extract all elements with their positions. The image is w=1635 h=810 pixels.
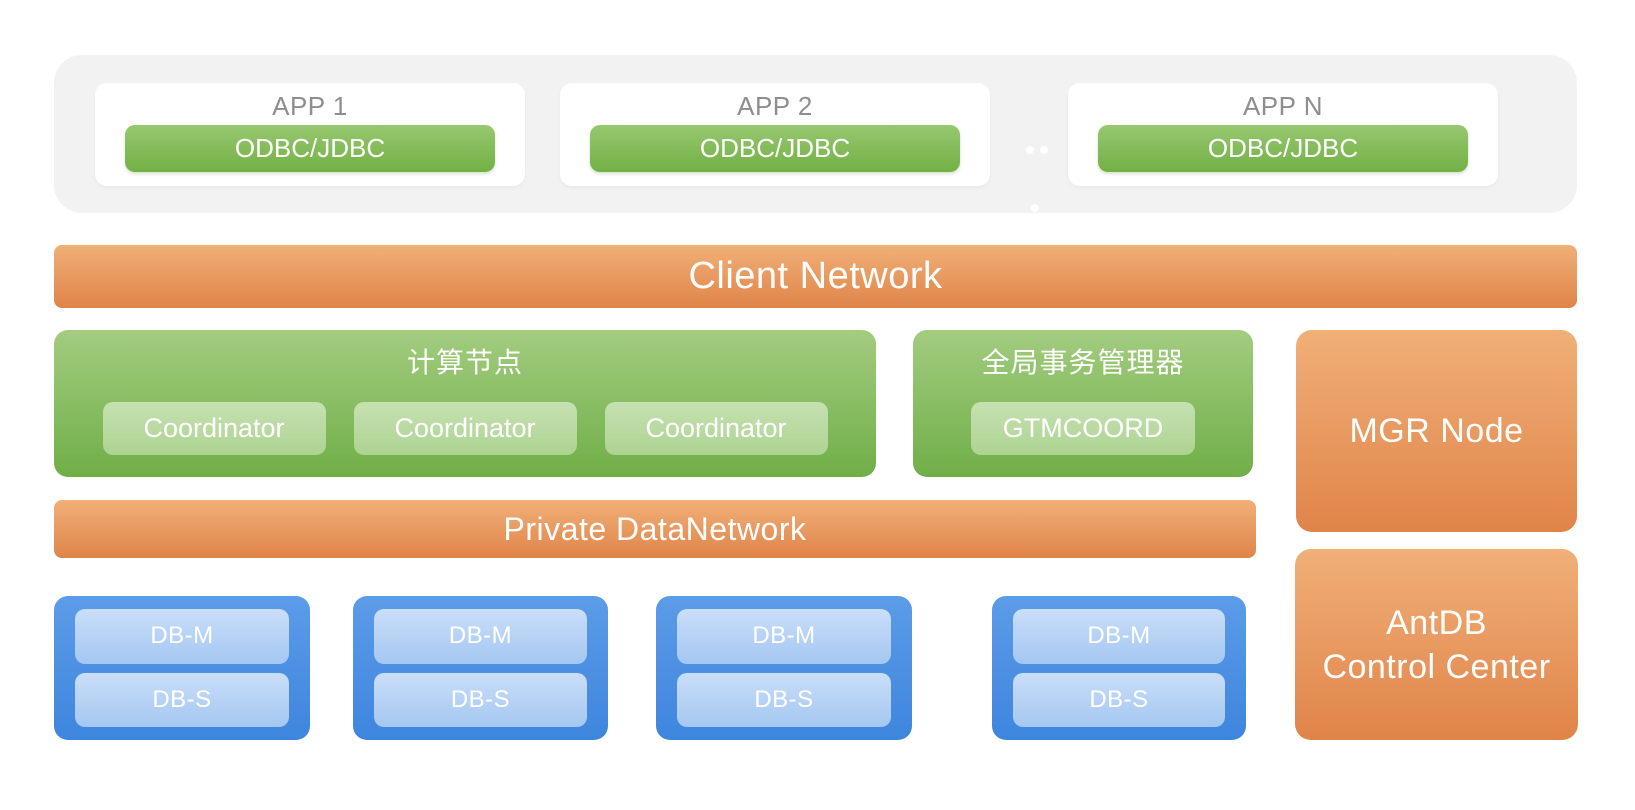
odbc-jdbc-block-2: ODBC/JDBC — [590, 125, 960, 172]
ellipsis-dot-icon — [1026, 146, 1034, 154]
db-master-chip-1: DB-M — [75, 609, 289, 664]
app-n-title: APP N — [1242, 91, 1324, 121]
app-2-title: APP 2 — [737, 91, 813, 121]
db-standby-chip-3: DB-S — [677, 672, 891, 727]
app-card-n: APP N ODBC/JDBC — [1068, 83, 1498, 186]
odbc-jdbc-block-n: ODBC/JDBC — [1098, 125, 1468, 172]
app-card-1: APP 1 ODBC/JDBC — [95, 83, 525, 186]
db-standby-chip-2: DB-S — [374, 672, 587, 727]
odbc-jdbc-block-1: ODBC/JDBC — [125, 125, 495, 172]
coordinator-row: Coordinator Coordinator Coordinator — [54, 402, 876, 455]
gtmcoord-chip: GTMCOORD — [971, 402, 1195, 455]
db-group-3: DB-M DB-S — [656, 596, 912, 740]
db-group-4: DB-M DB-S — [992, 596, 1246, 740]
compute-node-title: 计算节点 — [406, 347, 523, 378]
app-1-title: APP 1 — [272, 91, 348, 121]
coordinator-chip-2: Coordinator — [353, 402, 577, 455]
coordinator-chip-1: Coordinator — [102, 402, 326, 455]
db-standby-chip-4: DB-S — [1013, 672, 1225, 727]
db-standby-chip-1: DB-S — [75, 672, 289, 727]
db-master-chip-2: DB-M — [374, 609, 587, 664]
db-group-1: DB-M DB-S — [54, 596, 310, 740]
coordinator-chip-3: Coordinator — [604, 402, 828, 455]
ellipsis-dot-icon — [1040, 146, 1048, 154]
mgr-node-label: MGR Node — [1349, 412, 1524, 450]
antdb-control-center-line1: AntDB — [1386, 603, 1487, 642]
db-group-2: DB-M DB-S — [353, 596, 608, 740]
db-master-chip-4: DB-M — [1013, 609, 1225, 664]
antdb-control-center-box: AntDB Control Center — [1295, 549, 1578, 740]
gtmcoord-row: GTMCOORD — [913, 402, 1253, 455]
compute-node-panel: 计算节点 Coordinator Coordinator Coordinator — [54, 330, 876, 477]
private-datanetwork-bar: Private DataNetwork — [54, 500, 1256, 558]
client-network-bar: Client Network — [54, 245, 1577, 308]
app-card-2: APP 2 ODBC/JDBC — [560, 83, 990, 186]
antdb-control-center-line2: Control Center — [1322, 647, 1551, 686]
ellipsis-dot-icon — [1031, 204, 1039, 212]
app-layer-panel: APP 1 ODBC/JDBC APP 2 ODBC/JDBC APP N OD… — [54, 55, 1577, 213]
gtm-title: 全局事务管理器 — [981, 347, 1185, 378]
db-master-chip-3: DB-M — [677, 609, 891, 664]
gtm-panel: 全局事务管理器 GTMCOORD — [913, 330, 1253, 477]
mgr-node-box: MGR Node — [1296, 330, 1577, 532]
